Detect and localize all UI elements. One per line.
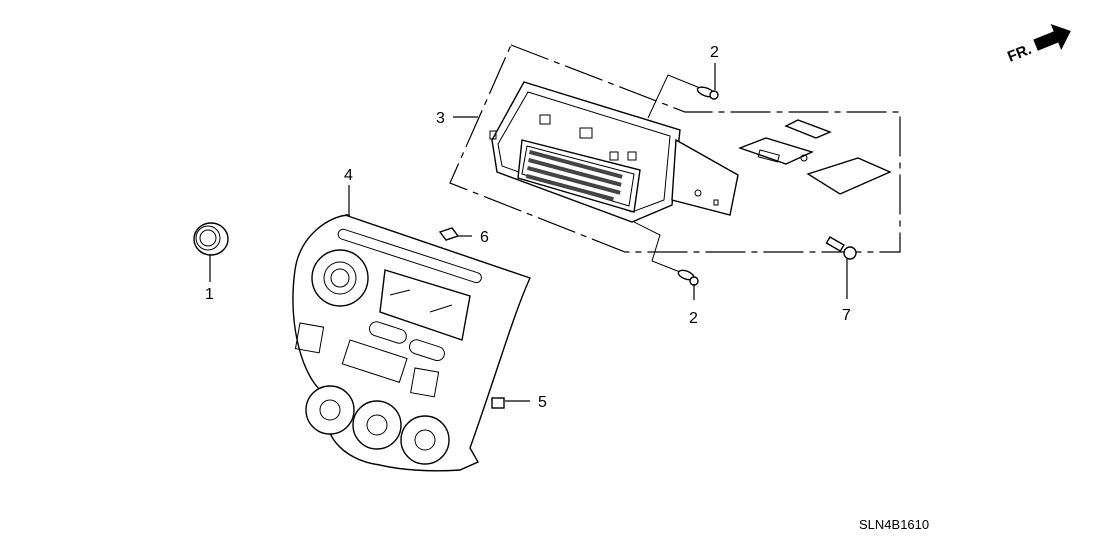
callout-2-top: 2	[710, 44, 719, 61]
diagram-code: SLN4B1610	[859, 517, 929, 532]
arrow-icon	[1033, 23, 1071, 51]
callout-6: 6	[480, 229, 489, 246]
front-direction-indicator: FR.	[1005, 23, 1071, 66]
callout-2-bottom: 2	[689, 310, 698, 327]
grille-dots	[525, 150, 623, 202]
part-4-center-panel	[292, 185, 531, 472]
part-1-knob	[193, 222, 229, 282]
part-2-screw-bottom	[633, 221, 699, 300]
part-2-screw-top	[647, 63, 719, 119]
assembly-3-boundary	[449, 44, 901, 253]
part-7-bolt	[825, 236, 857, 299]
callout-7: 7	[842, 307, 851, 324]
part-3-labels	[737, 119, 892, 195]
part-5-clip	[491, 397, 530, 409]
part-6-clip	[438, 227, 472, 241]
callout-4: 4	[344, 167, 353, 184]
callout-1: 1	[205, 286, 214, 303]
callout-5: 5	[538, 394, 547, 411]
front-label: FR.	[1005, 41, 1034, 66]
callout-3: 3	[436, 110, 445, 127]
part-3-audio-unit	[489, 81, 739, 223]
